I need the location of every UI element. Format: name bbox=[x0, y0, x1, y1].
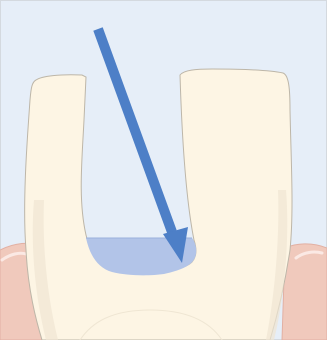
dental-diagram bbox=[0, 0, 327, 340]
tooth-cavity-illustration bbox=[0, 0, 327, 340]
